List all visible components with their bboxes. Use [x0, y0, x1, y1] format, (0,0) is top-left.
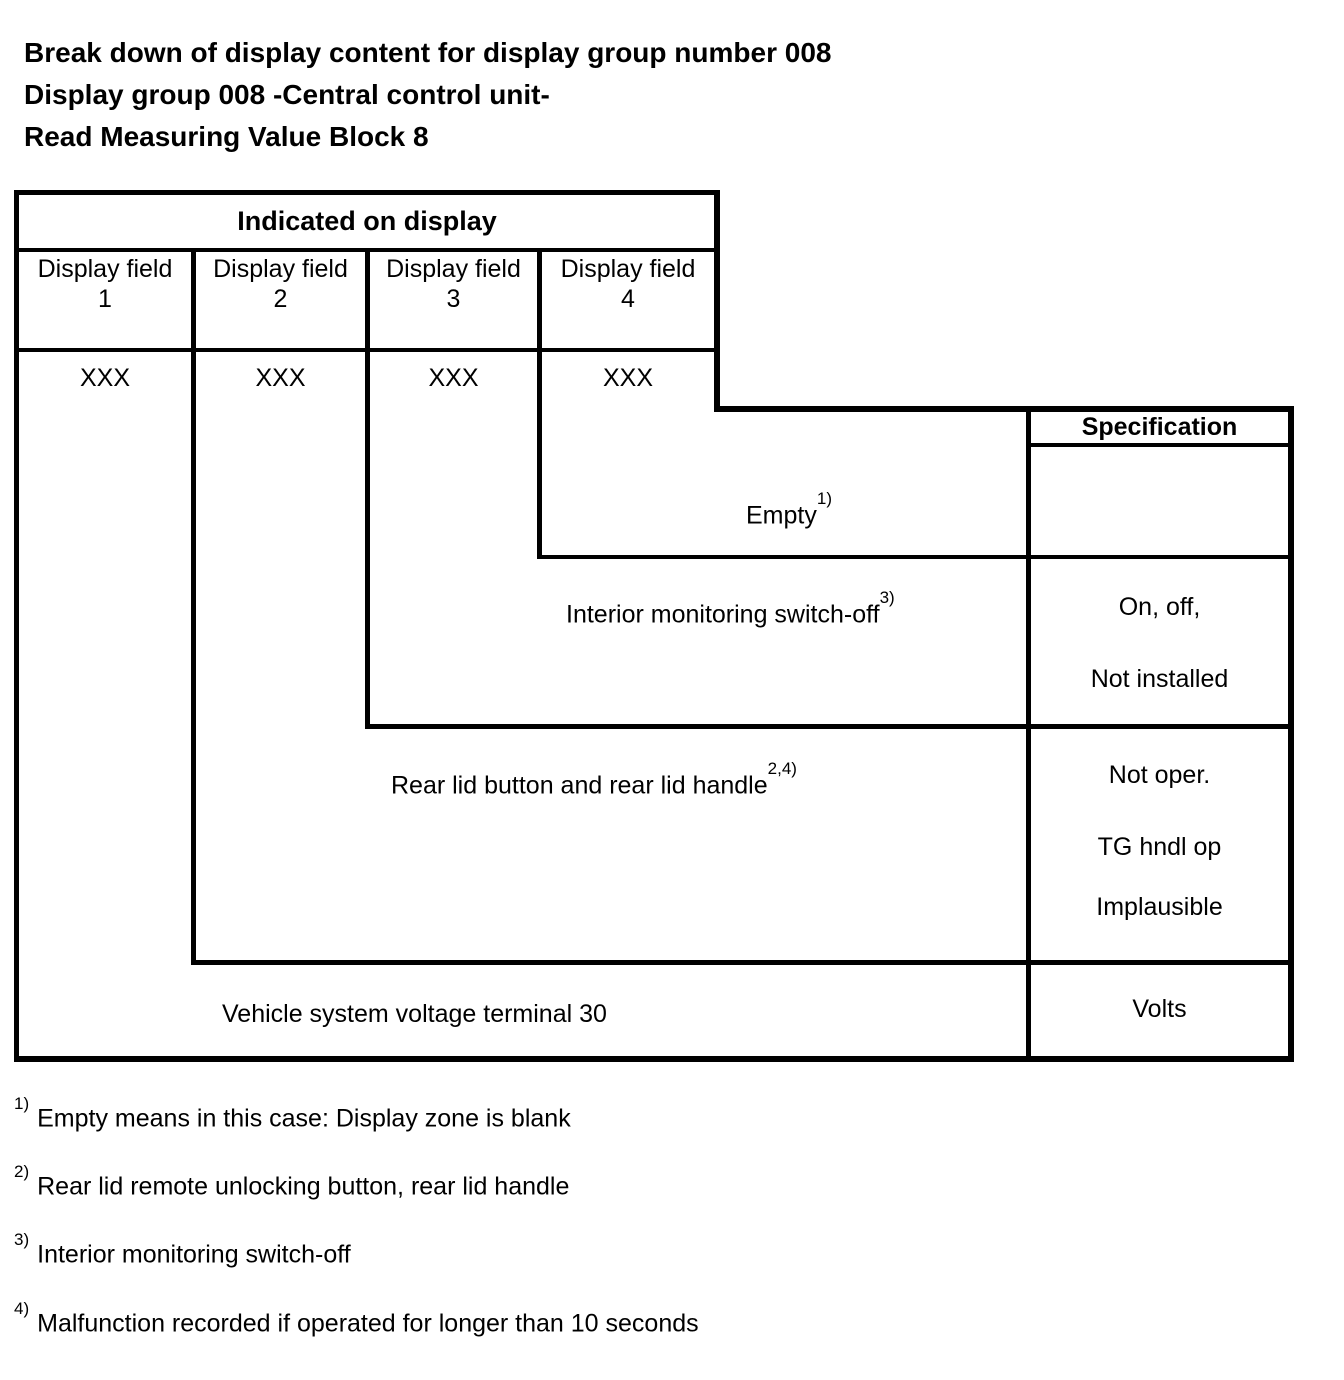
- footnote-4-marker: 4): [14, 1299, 30, 1318]
- row-label-interior-monitoring: Interior monitoring switch-off3): [566, 588, 898, 633]
- rear-lid-footnote-ref: 2,4): [767, 759, 797, 778]
- empty-footnote-ref: 1): [816, 489, 832, 508]
- column-header-display-field-4: Display field 4: [542, 254, 714, 314]
- table-line-spec-top: [714, 406, 1294, 412]
- spec-value-implausible: Implausible: [1096, 893, 1223, 921]
- table-line-under-interior-row: [365, 724, 1294, 729]
- table-border-bottom: [14, 1056, 1294, 1062]
- vehicle-voltage-label-text: Vehicle system voltage terminal 30: [222, 1000, 607, 1028]
- row-label-vehicle-voltage: Vehicle system voltage terminal 30: [222, 995, 607, 1033]
- table-divider-col3-col4: [537, 248, 542, 559]
- footnote-4: 4) Malfunction recorded if operated for l…: [14, 1299, 699, 1338]
- table-border-left: [14, 190, 19, 1062]
- table-border-top: [14, 190, 720, 195]
- column-header-display-field-2: Display field 2: [196, 254, 365, 314]
- value-cell-field-1: XXX: [79, 364, 131, 392]
- page-title: Break down of display content for displa…: [24, 32, 831, 158]
- table-border-right-upper: [714, 190, 720, 412]
- row-label-empty: Empty1): [746, 489, 832, 534]
- title-line-2: Display group 008 -Central control unit-: [24, 79, 550, 110]
- table-border-right-lower: [1288, 406, 1294, 1062]
- table-line-under-rearlid-row: [191, 960, 1294, 965]
- empty-label-text: Empty: [746, 501, 817, 530]
- spec-value-not-installed: Not installed: [1090, 665, 1229, 693]
- footnote-1-text: Empty means in this case: Display zone i…: [37, 1104, 571, 1133]
- footnote-2: 2) Rear lid remote unlocking button, rear…: [14, 1162, 570, 1201]
- footnote-2-text: Rear lid remote unlocking button, rear l…: [37, 1172, 570, 1201]
- table-divider-col2-col3: [365, 248, 370, 729]
- column-header-display-field-3: Display field 3: [370, 254, 537, 314]
- table-divider-spec-column: [1026, 406, 1031, 1062]
- display-field-2-number: 2: [273, 285, 288, 313]
- interior-monitoring-footnote-ref: 3): [879, 588, 895, 607]
- footnote-3-marker: 3): [14, 1230, 30, 1249]
- interior-monitoring-label-text: Interior monitoring switch-off: [566, 600, 880, 629]
- row-label-rear-lid: Rear lid button and rear lid handle2,4): [391, 759, 797, 804]
- value-cell-field-2: XXX: [255, 364, 306, 392]
- indicated-on-display-header: Indicated on display: [237, 206, 497, 236]
- footnote-1-marker: 1): [14, 1094, 30, 1113]
- spec-value-tg-hndl-op: TG hndl op: [1097, 833, 1222, 861]
- footnote-3-text: Interior monitoring switch-off: [37, 1240, 351, 1269]
- footnote-4-text: Malfunction recorded if operated for lon…: [37, 1309, 699, 1338]
- value-cell-field-3: XXX: [428, 364, 479, 392]
- display-field-1-number: 1: [98, 285, 112, 313]
- display-field-3-label: Display field: [386, 255, 521, 283]
- table-line-under-spec-header: [1026, 443, 1294, 447]
- table-divider-col1-col2: [191, 248, 196, 965]
- spec-value-volts: Volts: [1132, 995, 1187, 1023]
- title-line-3: Read Measuring Value Block 8: [24, 121, 429, 152]
- spec-value-on-off: On, off,: [1118, 593, 1201, 621]
- table-line-under-empty-row: [537, 555, 1294, 559]
- display-field-3-number: 3: [446, 285, 461, 313]
- display-field-4-label: Display field: [560, 255, 696, 283]
- footnote-1: 1) Empty means in this case: Display zone…: [14, 1094, 571, 1133]
- display-field-4-number: 4: [621, 285, 635, 313]
- value-cell-field-4: XXX: [602, 364, 654, 392]
- display-field-1-label: Display field: [37, 255, 173, 283]
- column-header-display-field-1: Display field 1: [19, 254, 191, 314]
- display-field-2-label: Display field: [213, 255, 348, 283]
- rear-lid-label-text: Rear lid button and rear lid handle: [391, 771, 768, 800]
- spec-value-not-oper: Not oper.: [1108, 761, 1211, 789]
- title-line-1: Break down of display content for displa…: [24, 37, 832, 68]
- specification-header: Specification: [1081, 413, 1238, 441]
- footnote-3: 3) Interior monitoring switch-off: [14, 1230, 351, 1269]
- footnote-2-marker: 2): [14, 1162, 30, 1181]
